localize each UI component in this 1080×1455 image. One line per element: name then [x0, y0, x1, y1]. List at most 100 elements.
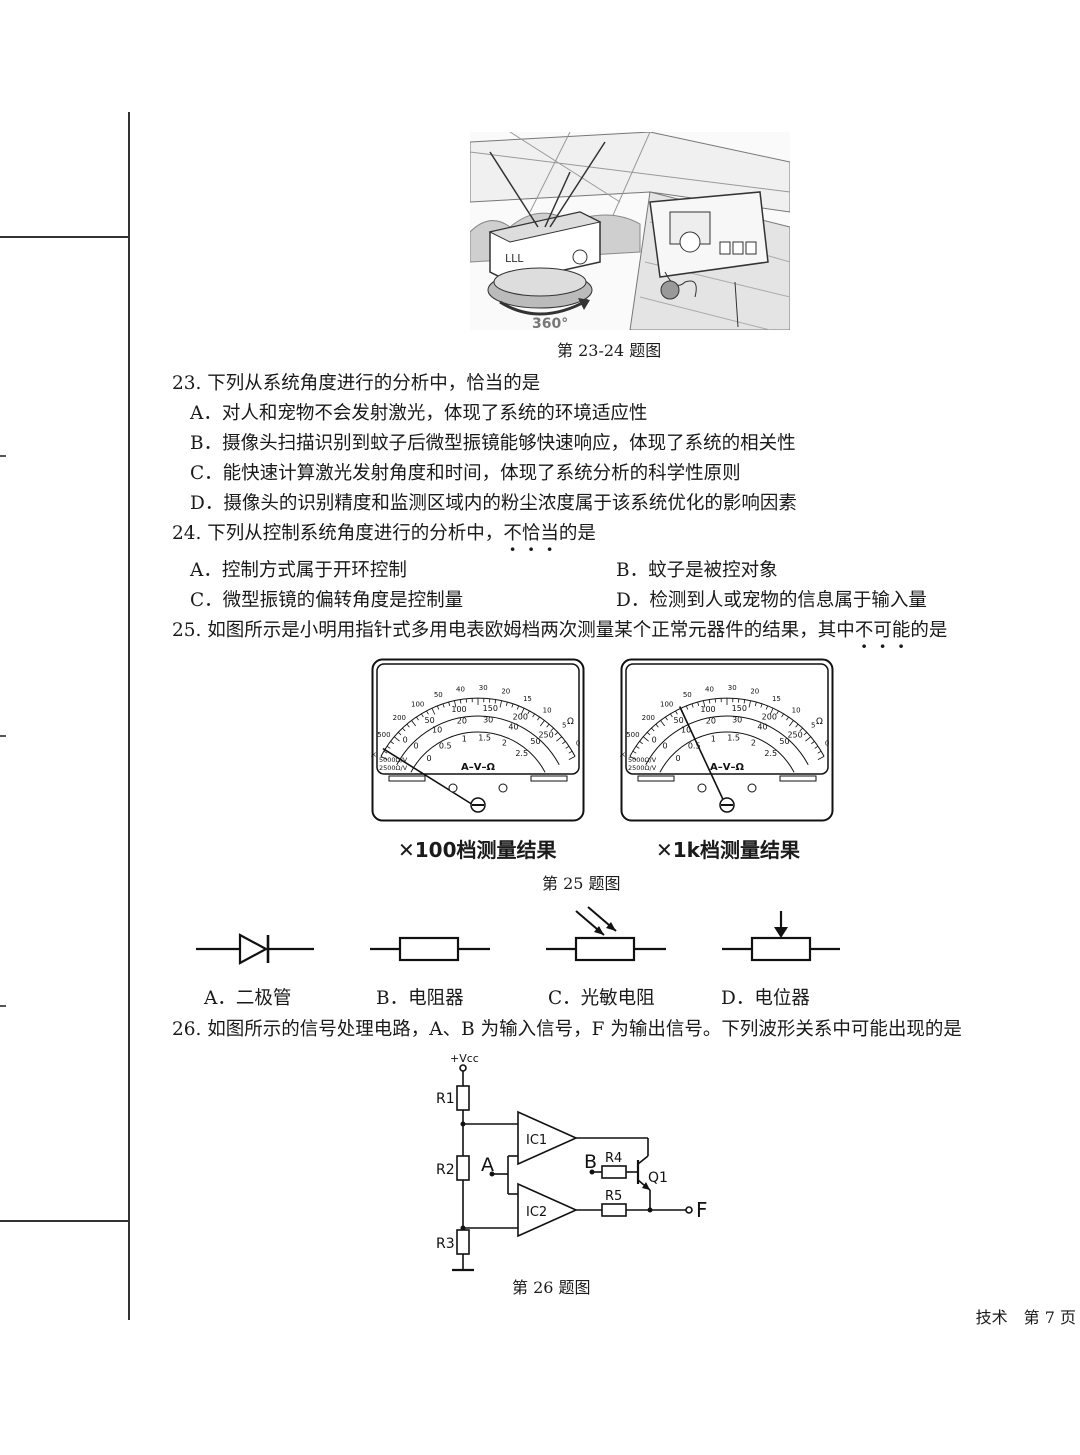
ohm-scale-label: 40 [456, 685, 465, 693]
q23-stem: 23. 下列从系统角度进行的分析中，恰当的是 [172, 373, 541, 394]
ohm-scale-label: 50 [683, 691, 692, 699]
r5-label: R5 [605, 1189, 622, 1204]
ac-scale-label: 0 [427, 754, 432, 763]
q23-option-c: C．能快速计算激光发射角度和时间，体现了系统分析的科学性原则 [190, 463, 741, 484]
ic2-label: IC2 [526, 1205, 547, 1220]
q24-option-c: C．微型振镜的偏转角度是控制量 [190, 590, 464, 611]
q1-label: Q1 [648, 1170, 668, 1186]
dc-scale-label: 150 [732, 704, 747, 713]
q25-emphasis-char: 能 [892, 620, 911, 641]
mosquito-laser-device-illustration: LLL 360° [470, 132, 790, 330]
component-label-d: D．电位器 [721, 988, 810, 1009]
vcc-label: +Vcc [450, 1052, 479, 1065]
dc-low-scale-label: 50 [530, 737, 540, 746]
component-label-c: C．光敏电阻 [548, 988, 655, 1009]
meter-needle [678, 706, 728, 809]
q24-stem: 24. 下列从控制系统角度进行的分析中，不恰当的是 [172, 522, 596, 546]
multimeter-x1k: 1k50020010050403020151050050100150200250… [620, 658, 834, 822]
margin-tick [0, 455, 6, 457]
dc-low-scale-label: 10 [432, 725, 442, 734]
ohm-scale-label: 10 [792, 706, 801, 714]
dc-low-scale-label: 40 [508, 723, 518, 732]
dc-scale-label: 100 [700, 705, 715, 714]
ohm-scale-label: 30 [728, 684, 737, 692]
ohm-scale-label: 15 [772, 695, 781, 703]
dc-scale-label: 150 [483, 704, 498, 713]
ohm-scale-label: 200 [393, 714, 406, 722]
dc-low-scale-label: 0 [663, 741, 668, 750]
dc-low-scale-label: 30 [483, 716, 493, 725]
ohm-scale-label: 5 [811, 721, 815, 729]
input-a-label: A [481, 1154, 494, 1176]
dc-scale-label: 0 [403, 735, 408, 744]
q25-stem: 25. 如图所示是小明用指针式多用电表欧姆档两次测量某个正常元器件的结果，其中不… [172, 619, 947, 643]
q24-emphasis-char: 不 [503, 523, 522, 544]
q25-stem-suffix: 的是 [910, 620, 948, 641]
dc-low-scale-label: 20 [706, 717, 716, 726]
input-b-label: B [584, 1151, 597, 1173]
q24-option-b: B．蚊子是被控对象 [616, 560, 778, 581]
r4-label: R4 [605, 1151, 622, 1166]
ohm-scale-label: 1k [620, 750, 626, 758]
dc-low-scale-label: 50 [779, 737, 789, 746]
ohm-scale-label: 0 [825, 740, 829, 748]
dc-scale-label: 0 [652, 735, 657, 744]
q24-stem-suffix: 的是 [558, 523, 596, 544]
ohm-scale-label: 0 [576, 740, 580, 748]
r2-label: R2 [436, 1162, 455, 1178]
ac-scale-label: 2.5 [764, 749, 777, 758]
ohm-scale-label: 500 [377, 731, 390, 739]
r1-label: R1 [436, 1091, 455, 1107]
page-footer: 技术 第 7 页 [975, 1308, 1076, 1327]
mode-label: A–V–Ω [461, 762, 495, 773]
meter-x100-caption: ✕100档测量结果 [398, 838, 557, 862]
component-label-a: A．二极管 [204, 988, 292, 1009]
dc-low-scale-label: 10 [681, 725, 691, 734]
margin-tick [0, 1005, 6, 1007]
q23-option-a: A．对人和宠物不会发射激光，体现了系统的环境适应性 [190, 403, 648, 424]
ac-scale-label: 0.5 [439, 741, 452, 750]
photoresistor-symbol [546, 906, 666, 962]
output-f-label: F [696, 1198, 708, 1222]
ohm-scale-label: 500 [626, 731, 639, 739]
ohm-scale-label: 40 [705, 685, 714, 693]
ac-scale-label: 2 [502, 738, 507, 747]
figure-25-caption: 第 25 题图 [542, 874, 621, 893]
q25-emphasis-char: 可 [873, 620, 892, 641]
spec-label: 2500Ω/V [379, 764, 408, 772]
dc-scale-label: 200 [762, 713, 777, 722]
ohm-scale-label: 200 [642, 714, 655, 722]
dc-low-scale-label: 30 [732, 716, 742, 725]
component-label-b: B．电阻器 [376, 988, 464, 1009]
q25-emphasis-char: 不 [855, 620, 874, 641]
rotation-label: 360° [532, 316, 568, 330]
spec-label: 2500Ω/V [628, 764, 657, 772]
q26-stem: 26. 如图所示的信号处理电路，A、B 为输入信号，F 为输出信号。下列波形关系… [172, 1019, 962, 1040]
q24-option-d: D．检测到人或宠物的信息属于输入量 [616, 590, 927, 611]
resistor-symbol [370, 936, 490, 962]
potentiometer-symbol [722, 911, 840, 962]
margin-tick [0, 735, 6, 737]
ohm-scale-label: 20 [501, 687, 510, 695]
q25-stem-prefix: 25. 如图所示是小明用指针式多用电表欧姆档两次测量某个正常元器件的结果，其中 [172, 620, 855, 641]
figure-23-24-caption: 第 23-24 题图 [557, 341, 662, 360]
ohm-scale-label: 10 [543, 706, 552, 714]
omega-label: Ω [816, 717, 823, 727]
q23-option-b: B．摄像头扫描识别到蚊子后微型振镜能够快速响应，体现了系统的相关性 [190, 433, 796, 454]
ohm-scale-label: 50 [434, 691, 443, 699]
dc-low-scale-label: 0 [414, 741, 419, 750]
ac-scale-label: 1 [462, 734, 467, 743]
ac-scale-label: 1.5 [727, 733, 740, 742]
diode-symbol [196, 933, 314, 965]
ohm-scale-label: 15 [523, 695, 532, 703]
meter-x1k-caption: ✕1k档测量结果 [656, 838, 800, 862]
ohm-scale-label: 5 [562, 721, 566, 729]
dc-scale-label: 50 [425, 716, 435, 725]
dc-scale-label: 250 [538, 731, 553, 740]
dc-scale-label: 50 [674, 716, 684, 725]
dc-low-scale-label: 20 [457, 717, 467, 726]
spec-label: 5000Ω/V [628, 756, 657, 764]
ohm-scale-label: 100 [411, 701, 424, 709]
ac-scale-label: 1.5 [478, 733, 491, 742]
dc-scale-label: 100 [451, 705, 466, 714]
